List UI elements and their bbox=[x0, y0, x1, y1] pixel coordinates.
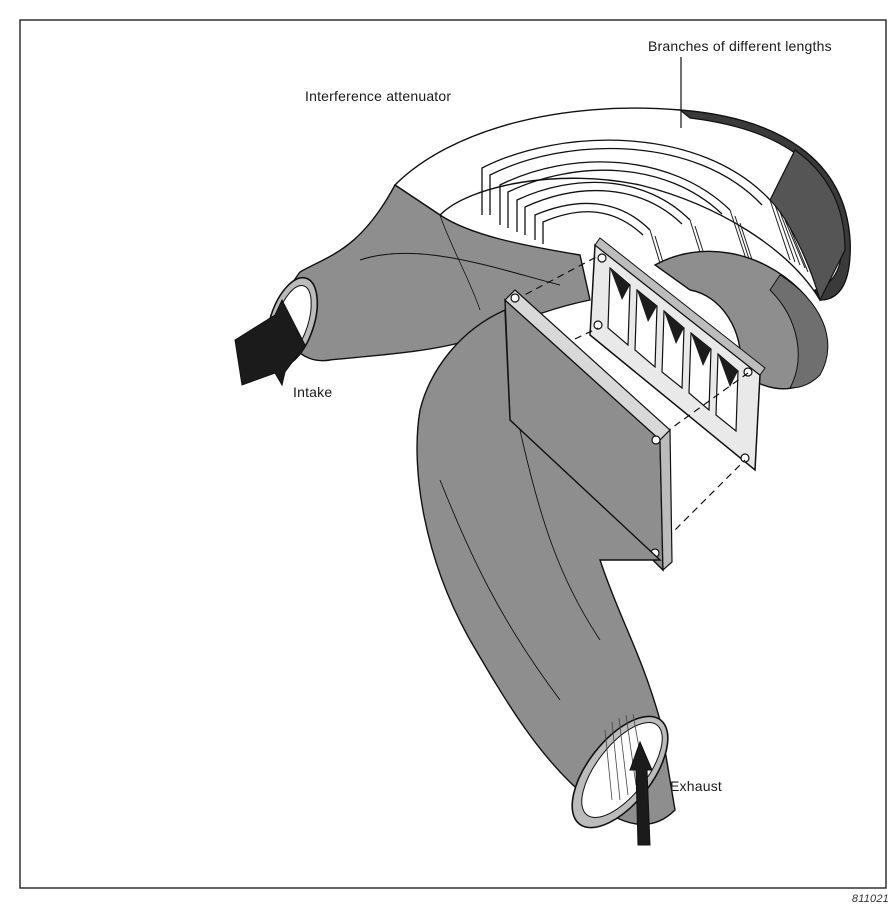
branches-label: Branches of different lengths bbox=[648, 38, 832, 54]
branch-arc-4 bbox=[535, 203, 650, 240]
attenuator-label: Interference attenuator bbox=[305, 88, 451, 104]
exhaust-label: Exhaust bbox=[670, 778, 722, 794]
intake-label: Intake bbox=[293, 384, 332, 400]
figure-id: 811021 bbox=[852, 893, 889, 905]
branch-arc-4b bbox=[543, 212, 643, 244]
